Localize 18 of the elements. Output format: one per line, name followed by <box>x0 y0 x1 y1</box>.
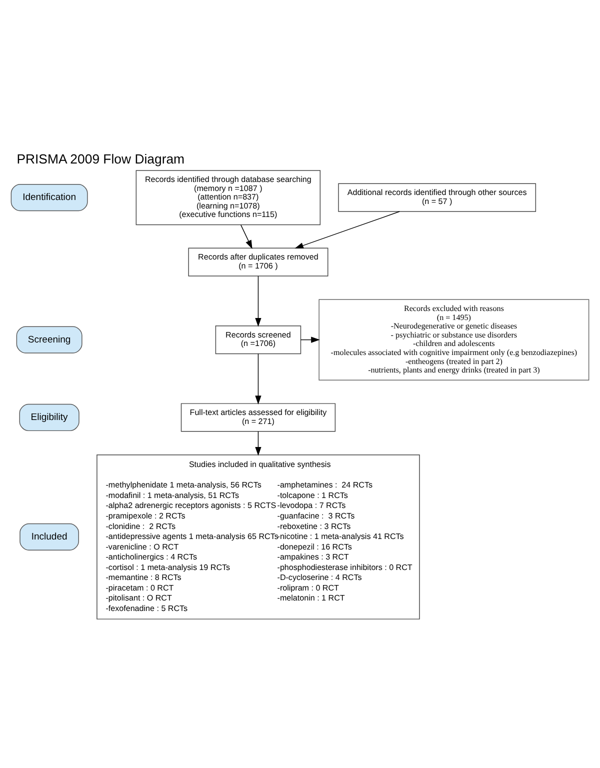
node-box: Records excluded with reasons (n = 1495) -Neurodegenerative or genetic diseases - psychiatric or substance use disorders -children and adolescents -molecules associated with cognitive impairment only (e.g benzodiazepines) -entheogens (treated in part 2) -nutrients, plants and energy drinks (treated in part 3) <box>318 298 590 380</box>
node-box: Records identified through database searching (memory n =1087 ) (attention n=837) (learning n=1078) (executive functions n=115) <box>136 170 321 225</box>
node-box: Included <box>20 522 79 550</box>
arrow <box>255 275 262 326</box>
node-box: Records after duplicates removed (n = 1706 ) <box>188 247 328 276</box>
node-box: Full-text articles assessed for eligibility (n = 271) <box>180 402 336 432</box>
node-box: Studies included in qualitative synthesis -methylphenidate 1 meta-analysis, 56 RCTs -amphetamines : 24 RCTs -modafinil : 1 meta-analysis, 51 RCTs -tolcapone : 1 RCTs -alpha2 adrenergic receptors agonists : 5 RCTS-levodopa : 7 RCTs -pramipexole : 2 RCTs -guanfacine : 3 RCTs -clonidine : 2 RCTs -reboxetine : 3 RCTs -antidepressive agents 1 meta-analysis 65 RCTs-nicotine : 1 meta-analysis 41 RCTs -varenicline : O RCT -donepezil : 16 RCTs -anticholinergics : 4 RCTs -ampakines : 3 RCT -cortisol : 1 meta-analysis 19 RCTs -phosphodiesterase inhibitors : 0 RCT -memantine : 8 RCTs -D-cycloserine : 4 RCTs -piracetam : 0 RCT -rolipram : 0 RCT -pitolisant : O RCT -melatonin : 1 RCT -fexofenadine : 5 RCTs <box>96 454 420 619</box>
arrow <box>240 224 252 248</box>
arrow <box>294 210 400 248</box>
node-box: Identification <box>10 184 88 211</box>
node-box: Records screened (n =1706) <box>215 325 302 354</box>
diagram-title: PRISMA 2009 Flow Diagram <box>16 150 185 166</box>
arrow <box>255 430 262 456</box>
arrow <box>300 336 320 342</box>
node-box: Eligibility <box>19 403 80 431</box>
arrow <box>255 352 262 404</box>
node-box: Screening <box>16 326 82 353</box>
node-box: Additional records identified through other sources (n = 57 ) <box>338 182 536 212</box>
